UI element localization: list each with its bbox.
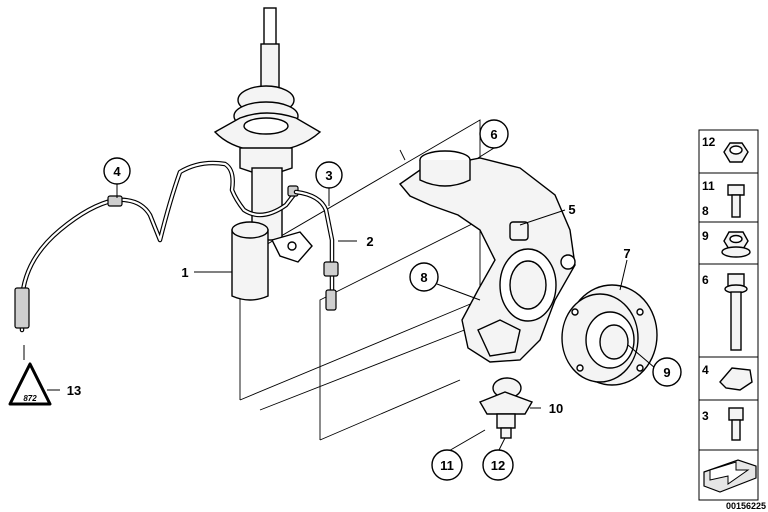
- callout-10: 10: [549, 401, 563, 416]
- legend-label-8: 8: [702, 204, 709, 218]
- bolt-icon: [727, 184, 745, 218]
- screw-icon: [728, 407, 744, 441]
- brake-wear-sensor-cable: [293, 189, 339, 311]
- ball-joint: [478, 377, 534, 439]
- hardware-legend: 12 11 8 9 6 4 3: [698, 129, 759, 501]
- legend-label-9: 9: [702, 229, 709, 243]
- callout-12: 12: [491, 458, 505, 473]
- legend-label-12: 12: [702, 135, 716, 149]
- callout-9: 9: [663, 365, 670, 380]
- abs-sensor-cable: [14, 160, 299, 333]
- callout-1: 1: [181, 265, 188, 280]
- callout-2: 2: [366, 234, 373, 249]
- warning-triangle-icon: 872: [8, 362, 52, 406]
- strut-assembly: [213, 7, 322, 301]
- callout-13: 13: [67, 383, 81, 398]
- callout-11: 11: [440, 458, 454, 473]
- callout-5: 5: [568, 202, 575, 217]
- assembly-guide-lines: [239, 119, 501, 441]
- clip-icon: [719, 367, 753, 391]
- callout-4: 4: [113, 164, 121, 179]
- arrow-icon: [703, 459, 757, 493]
- callout-7: 7: [623, 246, 630, 261]
- warning-sign-text: 872: [23, 394, 37, 403]
- steering-knuckle: [398, 150, 576, 363]
- leader-lines: [23, 147, 656, 453]
- legend-label-11: 11: [702, 179, 715, 193]
- legend-label-3: 3: [702, 409, 709, 423]
- flange-nut-icon: [721, 231, 751, 258]
- long-bolt-icon: [724, 273, 748, 351]
- wheel-hub: [561, 284, 658, 386]
- callouts: 1 2 3 4 5 6 7 8 9 10 11 12 13: [67, 119, 682, 481]
- callout-3: 3: [325, 168, 332, 183]
- legend-label-4: 4: [702, 363, 709, 377]
- callout-6: 6: [490, 127, 497, 142]
- diagram-id: 00156225: [726, 501, 766, 511]
- callout-8: 8: [420, 270, 427, 285]
- legend-label-6: 6: [702, 273, 709, 287]
